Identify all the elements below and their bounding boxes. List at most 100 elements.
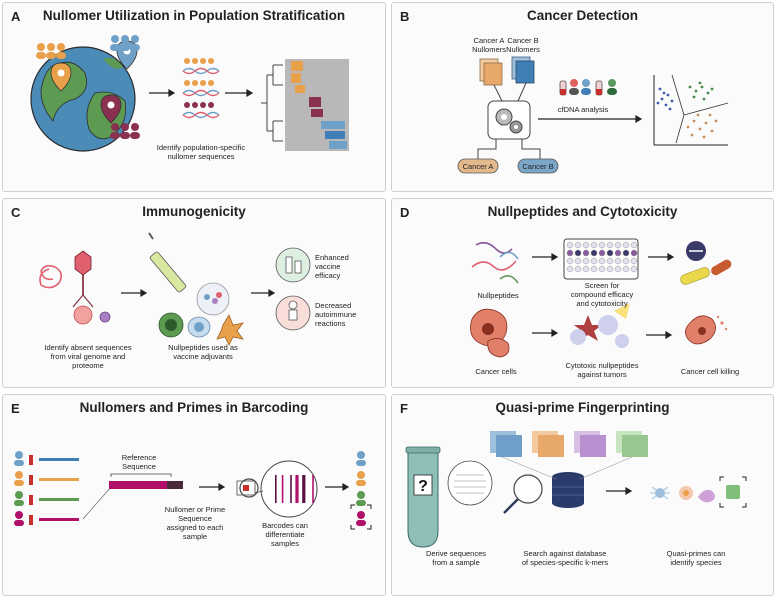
nullomer-label-line-1: Nullomer or Prime [164,505,226,514]
barcodes-label-line-3: samples [271,539,299,548]
cancer-b-pill: Cancer B [522,162,554,171]
arrow-f [606,486,633,496]
reference-label-line-1: Reference [121,453,157,462]
panel-b-letter: B [400,9,410,24]
cancer-cells-label: Cancer cells [475,367,517,376]
reference-label-line-2: Sequence [122,462,156,471]
people-icon [350,451,372,530]
panel-c-title: Immunogenicity [142,204,246,219]
nullomer-label: Nullomer or Prime Sequence assigned to e… [153,505,237,541]
panel-e-graphic [14,451,372,530]
panel-f-letter: F [400,401,408,416]
panel-e-title: Nullomers and Primes in Barcoding [79,400,309,415]
virus-icon [39,250,111,325]
panel-a-letter: A [11,9,21,24]
outcome-1-line-a: Enhanced [315,253,349,262]
cytotoxic-label-line-2: against tumors [577,370,627,379]
screen-label-line-2: compound efficacy [570,290,634,299]
derive-label-line-2: from a sample [432,558,480,567]
cancer-cell-icon [470,308,510,358]
outcome-2-line-a: Decreased [315,301,352,310]
well-plate-icon [563,238,639,280]
search-label: Search against database of species-speci… [510,549,620,567]
arrow-b [538,114,643,124]
panel-a-caption: Identify population-specific nullomer se… [141,143,261,161]
nullpeptides-label: Nullpeptides [477,291,519,300]
nullomer-label-line-3: assigned to each [166,523,224,532]
panel-c: C Immunogenicity [2,198,386,388]
panel-e-letter: E [11,401,20,416]
arrow-a1 [149,88,176,98]
panel-c-caption-mid-line-2: vaccine adjuvants [173,352,233,361]
outcome-1: Enhanced vaccine efficacy [315,253,375,280]
gears-icon [487,100,531,140]
panel-e: E Nullomers and Primes in Barcoding [2,394,386,596]
arrow-c2 [251,288,276,298]
screen-label-line-3: and cytotoxicity [576,299,628,308]
barcodes-label-line-2: differentiate [265,530,305,539]
panel-a-caption-line-2: nullomer sequences [167,152,235,161]
spider-icon [650,486,670,500]
nullomer-label-line-4: sample [182,532,208,541]
barcode-icon [275,475,314,503]
panel-c-caption-left: Identify absent sequences from viral gen… [33,343,143,370]
cytotoxic-shapes [570,303,630,348]
panel-c-caption-left-line-2: from viral genome and [50,352,126,361]
panel-d-title: Nullpeptides and Cytotoxicity [487,204,678,219]
dna-icon [182,58,220,119]
cancer-b-nullomers-line-2: Nullomers [506,45,540,54]
panel-c-graphic [39,232,311,346]
cancer-a-nullomers-label: Cancer A Nullomers [466,36,512,54]
arrow-a2 [225,88,254,98]
panel-d-graphic [470,238,732,358]
outcome-2-line-b: autoimmune [315,310,357,319]
quasi-label: Quasi-primes can identify species [656,549,736,567]
barcodes-label-line-1: Barcodes can [262,521,308,530]
screen-label-line-1: Screen for [584,281,620,290]
test-tube-icon [559,79,617,96]
arrow-d1 [532,252,559,262]
magnifier-icon [503,474,543,514]
panel-d-letter: D [400,205,410,220]
heatmap [285,59,349,151]
cytotoxic-label-line-1: Cytotoxic nullpeptides [565,361,639,370]
cancer-a-nullomers-line-2: Nullomers [472,45,506,54]
panel-f-title: Quasi-prime Fingerprinting [495,400,670,415]
cancer-b-nullomers-line-1: Cancer B [507,36,539,45]
arrow-e2 [325,482,350,492]
panel-a-caption-line-1: Identify population-specific [156,143,246,152]
sample-rows [14,451,79,526]
cancer-a-nullomers-line-1: Cancer A [473,36,505,45]
flower-icon [679,486,693,500]
outcome-2-line-c: reactions [315,319,346,328]
arrow-d3 [532,328,559,338]
arrow-c1 [121,288,148,298]
killing-label: Cancer cell killing [680,367,740,376]
cfdna-label: cfDNA analysis [557,105,609,114]
phone-icon [719,476,747,508]
search-label-line-2: of species-specific k-mers [521,558,609,567]
panel-c-letter: C [11,205,21,220]
question-mark: ? [418,478,428,495]
quasi-label-line-2: identify species [670,558,722,567]
panel-b-title: Cancer Detection [526,8,639,23]
bacteria-icon [698,489,715,503]
panel-f: F Quasi-prime Fingerprinting ? [391,394,774,596]
syringe-icon [148,232,187,293]
outcome-1-line-b: vaccine [315,262,341,271]
nullomer-card-b [511,56,535,84]
map-pin-icon [50,40,138,124]
cancer-b-nullomers-label: Cancer B Nullomers [500,36,546,54]
database-icon [552,472,584,508]
test-tube-icon [405,446,441,548]
arrow-d4 [646,330,673,340]
dendrogram-icon [261,64,283,142]
scatter-plot [653,74,729,146]
panel-c-caption-mid: Nullpeptides used as vaccine adjuvants [153,343,253,361]
panel-a-title: Nullomer Utilization in Population Strat… [42,8,346,23]
screen-label: Screen for compound efficacy and cytotox… [560,281,644,308]
nullomer-label-line-2: Sequence [178,514,212,523]
search-label-line-1: Search against database [523,549,607,558]
panel-c-caption-left-line-3: proteome [72,361,104,370]
panel-f-graphic: ? [405,431,747,548]
